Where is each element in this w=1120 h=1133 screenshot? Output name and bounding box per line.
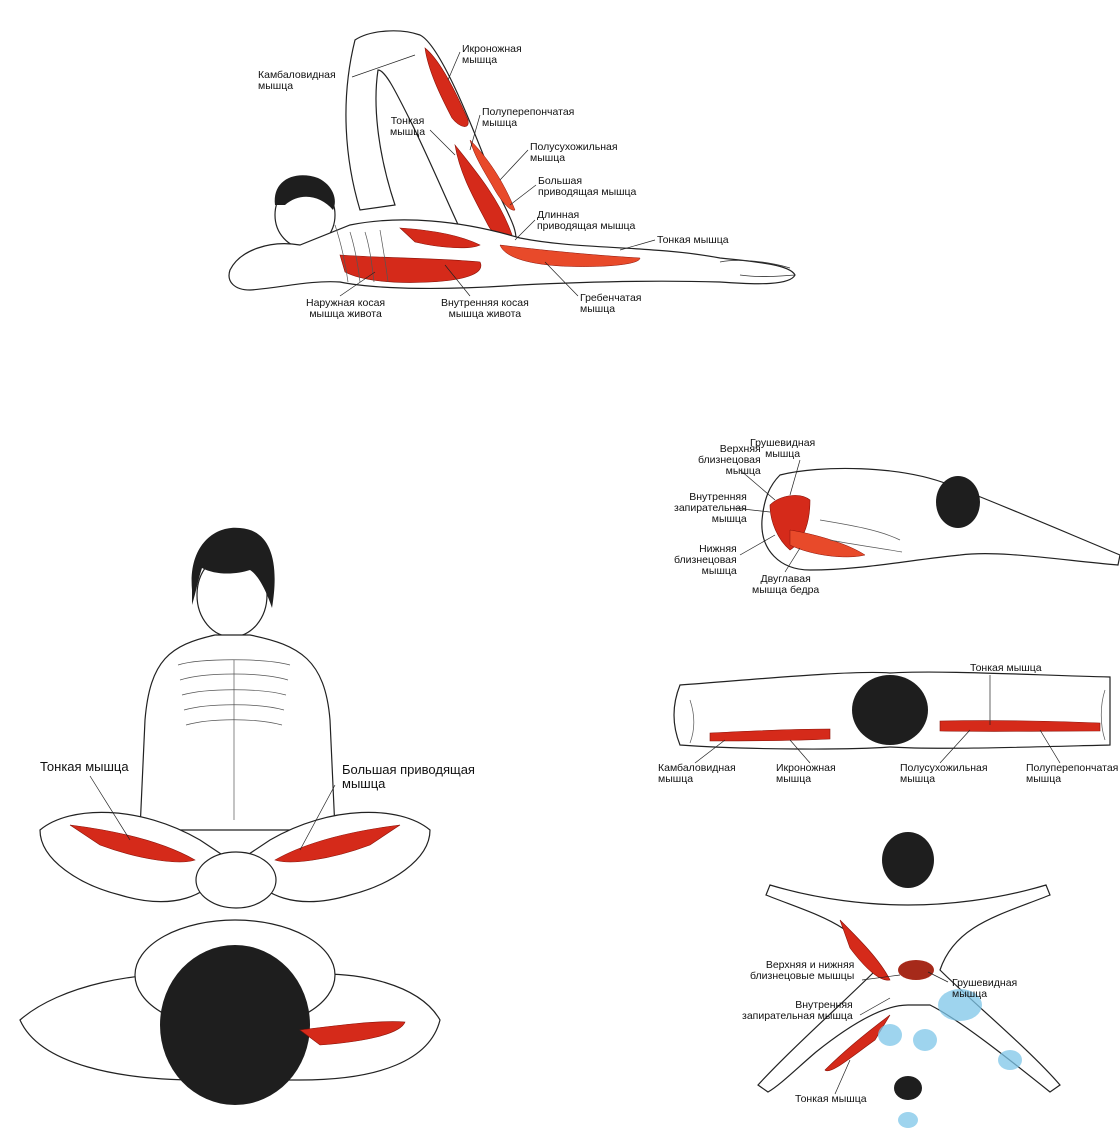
leader-lines-pigeon bbox=[640, 430, 1120, 610]
panel-wide-forward-fold: Верхняя и нижняя близнецовые мышцы Груше… bbox=[740, 830, 1120, 1133]
leader-lines-split bbox=[650, 655, 1120, 790]
panel-seated-butterfly: Тонкая мышца Большая приводящая мышца bbox=[0, 520, 500, 1133]
leader-lines-forward bbox=[740, 830, 1120, 1133]
leader-lines-top bbox=[0, 0, 820, 340]
panel-reclining-stretch: Камбаловидная мышца Икроножная мышца Тон… bbox=[0, 0, 820, 340]
panel-side-split: Тонкая мышца Камбаловидная мышца Икронож… bbox=[650, 655, 1120, 790]
leader-lines-seated bbox=[0, 520, 500, 1133]
panel-pigeon-pose: Верхняя близнецовая мышца Грушевидная мы… bbox=[640, 430, 1120, 610]
